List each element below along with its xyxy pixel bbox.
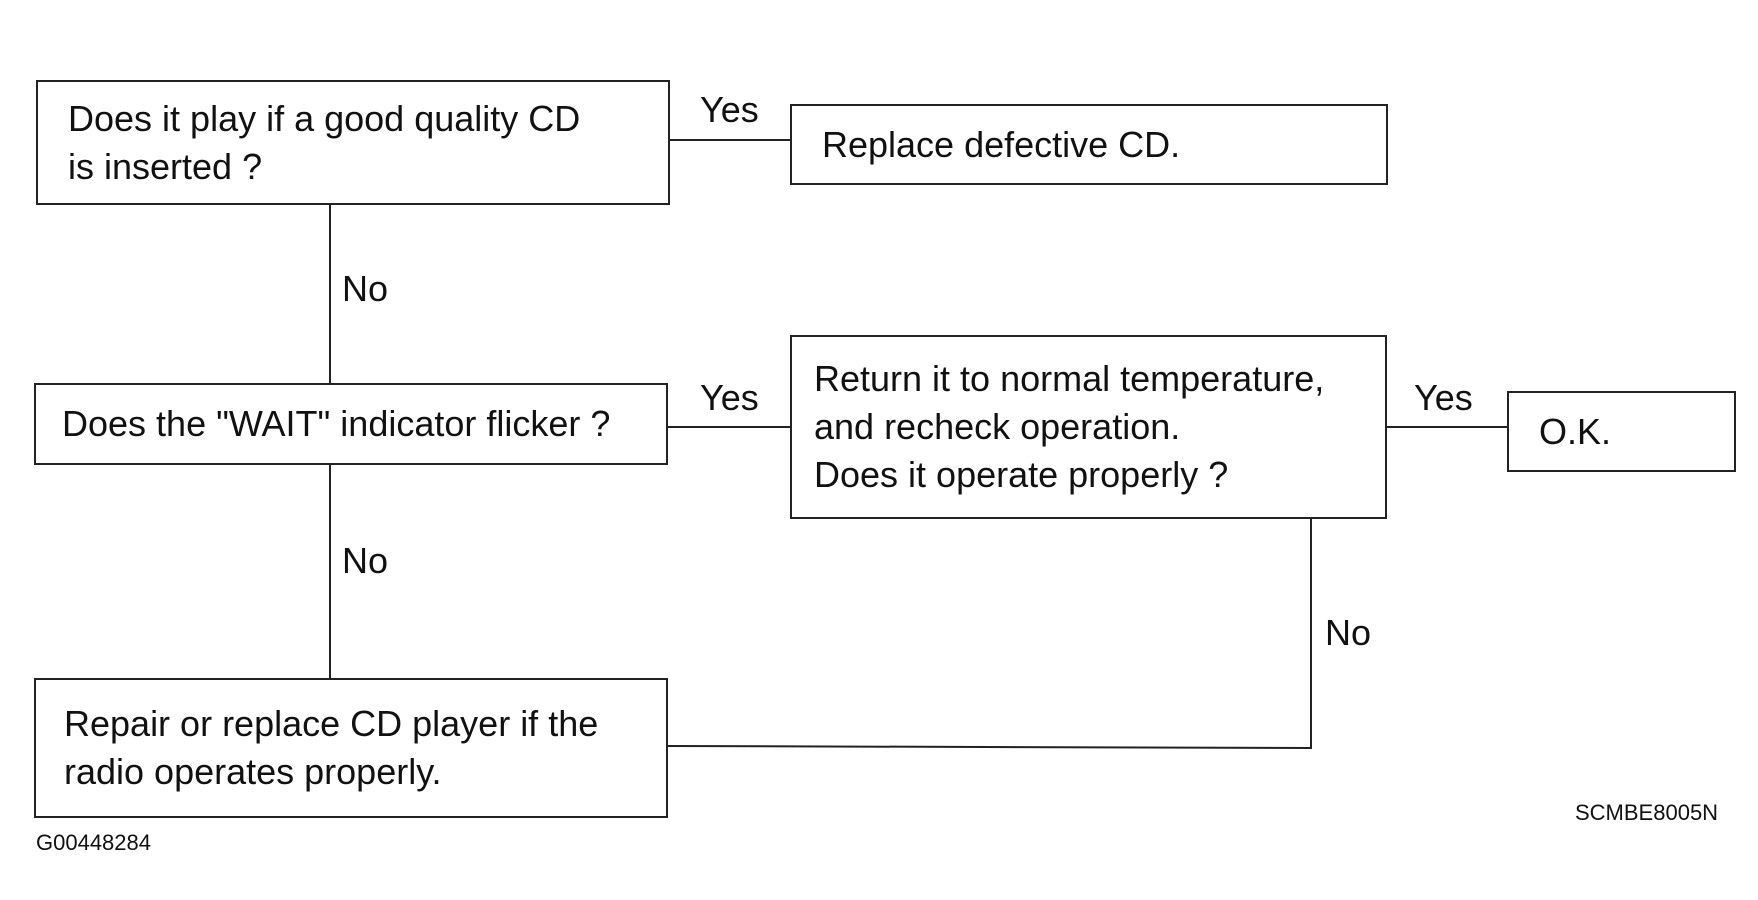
figure-code-left: G00448284 xyxy=(36,830,151,855)
repair-cd-player-box: Repair or replace CD player if the radio… xyxy=(34,678,668,818)
edge-label-no-wait: No xyxy=(342,268,389,309)
question-good-cd-box: Does it play if a good quality CD is ins… xyxy=(36,80,670,205)
figure-code-right: SCMBE8005N xyxy=(1575,800,1719,825)
edge-label-no-repair: No xyxy=(342,540,389,581)
ok-box: O.K. xyxy=(1507,391,1736,472)
question-wait-indicator-box: Does the "WAIT" indicator flicker ? xyxy=(34,383,668,465)
ok-text: O.K. xyxy=(1539,410,1612,452)
connector-no-temperature-repair xyxy=(667,519,1312,750)
repair-cd-player-line-2: radio operates properly. xyxy=(64,751,442,792)
edge-label-yes-replace-cd: Yes xyxy=(700,89,759,130)
replace-defective-cd-text: Replace defective CD. xyxy=(822,123,1181,165)
question-good-cd-line-2: is inserted ? xyxy=(68,145,263,187)
question-temperature-box: Return it to normal temperature, and rec… xyxy=(790,335,1387,519)
edge-label-yes-ok: Yes xyxy=(1414,377,1473,418)
question-good-cd-line-1: Does it play if a good quality CD xyxy=(68,97,581,139)
question-wait-indicator-text: Does the "WAIT" indicator flicker ? xyxy=(62,403,611,444)
question-temperature-line-3: Does it operate properly ? xyxy=(814,454,1229,495)
repair-cd-player-line-1: Repair or replace CD player if the xyxy=(64,703,599,744)
question-temperature-line-2: and recheck operation. xyxy=(814,406,1181,447)
question-temperature-line-1: Return it to normal temperature, xyxy=(814,358,1325,399)
replace-defective-cd-box: Replace defective CD. xyxy=(790,104,1388,185)
edge-label-yes-temperature: Yes xyxy=(700,377,759,418)
edge-label-no-temperature: No xyxy=(1325,612,1372,653)
